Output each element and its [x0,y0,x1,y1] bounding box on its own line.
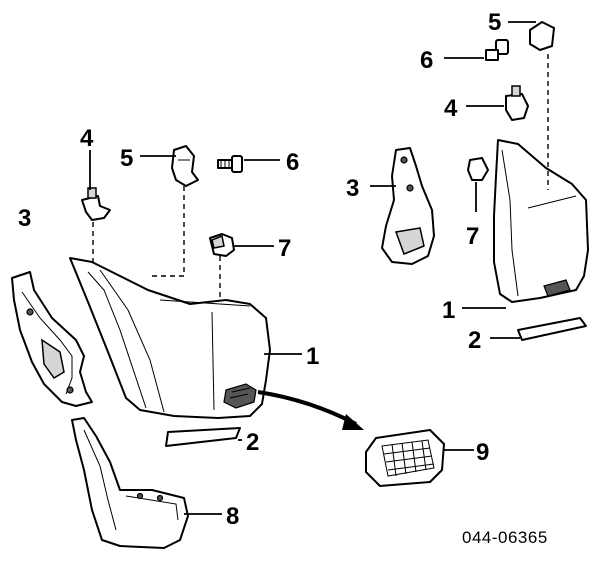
left-clip-icon [81,187,111,221]
callout-8: 8 [226,503,239,530]
reference-code: 044-06365 [462,528,548,547]
callout-6-right: 6 [420,47,433,74]
right-retainer-icon [529,21,555,51]
left-retainer-icon [171,145,199,187]
callout-2-left: 2 [246,429,259,456]
right-bumper-cover-icon [493,139,589,303]
mud-flap-icon [71,417,189,549]
left-bumper-cover-icon [69,257,271,419]
callout-1-left: 1 [306,343,319,370]
callout-2-right: 2 [468,327,481,354]
right-grommet-icon [467,157,489,181]
callout-4-right: 4 [444,95,458,122]
right-screw-icon [485,39,509,61]
callout-6-left: 6 [286,149,299,176]
callout-5-left: 5 [120,145,133,172]
left-strip-icon [165,427,241,447]
callout-9: 9 [476,439,489,466]
callout-3-right: 3 [346,175,359,202]
right-clip-icon [505,85,529,121]
left-grommet-icon [209,233,235,257]
callout-5-right: 5 [488,9,501,36]
callout-3-left: 3 [18,205,31,232]
left-screw-icon [217,155,243,173]
right-bracket-icon [381,147,435,265]
callout-4-left: 4 [80,125,94,152]
transfer-arrow [257,390,364,430]
left-bracket-icon [11,271,93,407]
reflector-icon [365,429,445,487]
callout-7-right: 7 [466,223,479,250]
callout-1-right: 1 [442,297,455,324]
callout-7-left: 7 [278,235,291,262]
right-strip-icon [517,317,587,341]
